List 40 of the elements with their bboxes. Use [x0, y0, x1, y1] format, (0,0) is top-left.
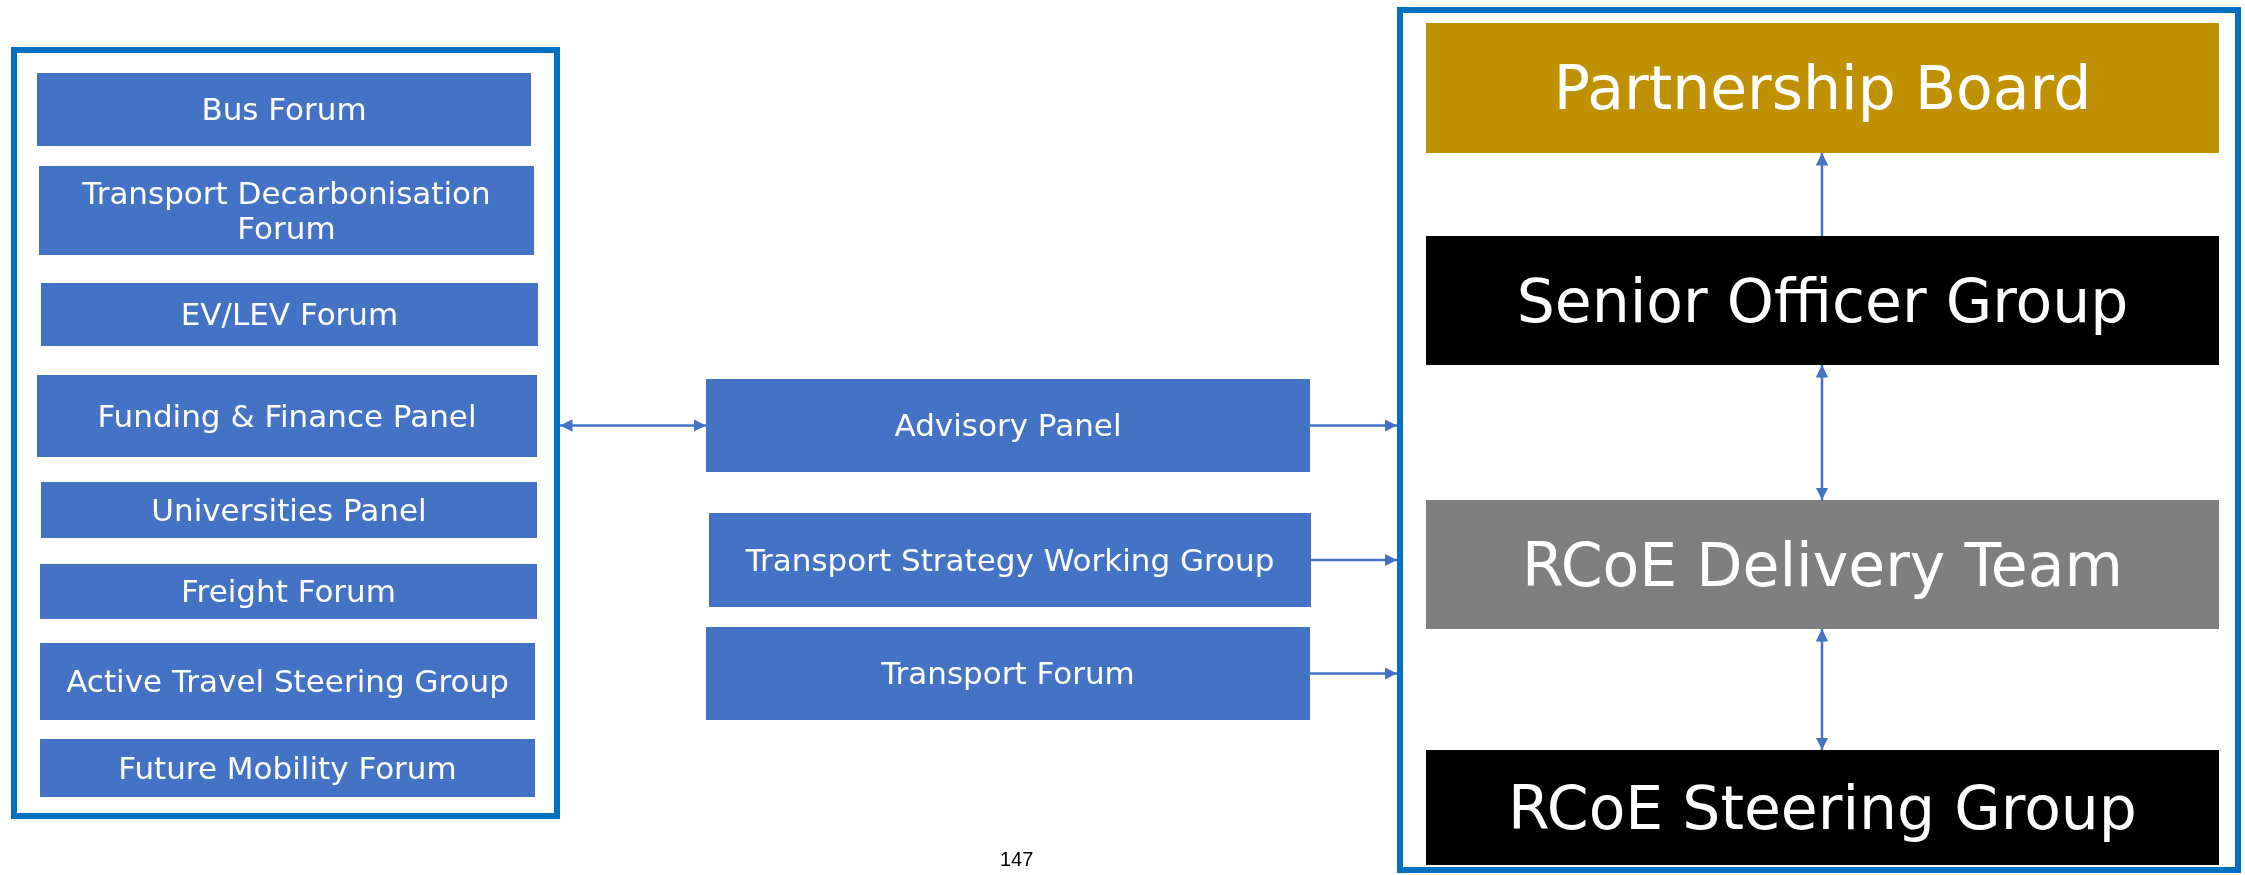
group-box	[1426, 750, 2219, 865]
group-box	[41, 283, 538, 346]
group-name: EV/LEV Forum	[179, 297, 400, 332]
arrow	[1310, 667, 1397, 680]
group-box	[1426, 23, 2219, 153]
group-box	[709, 513, 1311, 607]
group-name: Partnership Board	[1552, 55, 2093, 121]
arrow	[1815, 629, 1829, 750]
group-name: Bus Forum	[200, 92, 368, 127]
group-frame	[1397, 7, 2241, 873]
group-frame	[11, 47, 560, 819]
group-name: Transport Strategy Working Group	[744, 542, 1276, 578]
group-box	[40, 643, 535, 720]
group-name: Active Travel Steering Group	[65, 664, 510, 699]
group-box	[39, 166, 534, 255]
group-name: Advisory Panel	[893, 408, 1123, 443]
group-box	[37, 73, 531, 146]
group-box	[40, 739, 535, 797]
group-box	[706, 627, 1310, 720]
arrow	[560, 419, 706, 432]
group-name: Universities Panel	[150, 492, 428, 528]
group-box	[706, 379, 1310, 472]
group-name: Freight Forum	[180, 574, 397, 609]
group-name: Funding & Finance Panel	[96, 398, 478, 434]
arrow	[1311, 553, 1397, 567]
group-box	[40, 564, 537, 619]
group-name: Future Mobility Forum	[117, 750, 458, 786]
arrow	[1815, 153, 1829, 236]
group-box	[1426, 236, 2219, 365]
group-box	[41, 482, 537, 538]
group-name: RCoE Steering Group	[1507, 774, 2138, 841]
group-name: Transport Decarbonisation Forum	[81, 176, 492, 245]
group-box	[1426, 500, 2219, 629]
arrow	[1815, 365, 1829, 500]
group-box	[37, 375, 537, 457]
group-name: Senior Officer Group	[1515, 267, 2130, 334]
group-name: RCoE Delivery Team	[1521, 531, 2124, 598]
page-number: 147	[1000, 848, 1034, 871]
arrow	[1310, 419, 1397, 432]
group-name: Transport Forum	[880, 656, 1136, 691]
